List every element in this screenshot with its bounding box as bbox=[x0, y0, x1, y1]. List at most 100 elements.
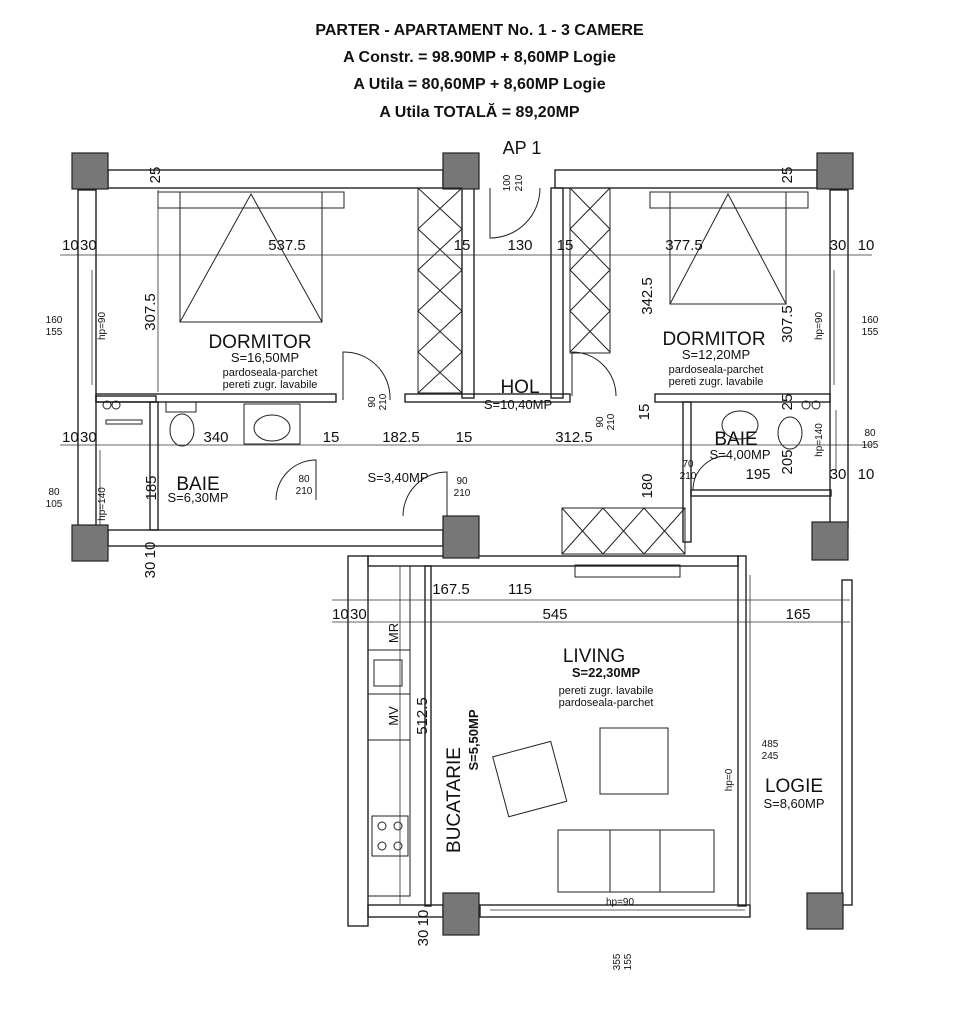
dim-label: 30 bbox=[415, 930, 432, 947]
opening-width: 90 bbox=[456, 476, 468, 487]
baie2-name: BAIE bbox=[714, 429, 757, 450]
dim-label: 30 bbox=[80, 429, 97, 446]
bucatarie-area: S=5,50MP bbox=[466, 709, 481, 770]
opening-height: 210 bbox=[606, 413, 617, 430]
dormitor1-floor: pardoseala-parchet bbox=[223, 367, 318, 379]
opening-width: 160 bbox=[46, 315, 63, 326]
dim-label: 30 bbox=[350, 606, 367, 623]
dim-label: 15 bbox=[557, 237, 574, 254]
dim-label: 165 bbox=[785, 606, 810, 623]
dim-label: 545 bbox=[542, 606, 567, 623]
sill-height: hp=90 bbox=[814, 312, 825, 341]
opening-width: 100 bbox=[502, 174, 513, 191]
dormitor2-floor: pardoseala-parchet bbox=[669, 364, 764, 376]
opening-width: 160 bbox=[862, 315, 879, 326]
dim-label: 10 bbox=[142, 542, 159, 559]
dim-label: 15 bbox=[323, 429, 340, 446]
dim-label: 130 bbox=[507, 237, 532, 254]
opening-width: 70 bbox=[682, 459, 694, 470]
opening-height: 210 bbox=[514, 174, 525, 191]
bathroom-fixtures bbox=[102, 400, 821, 450]
kitchen-mv-label: MV bbox=[386, 706, 401, 726]
living-furniture bbox=[492, 564, 715, 893]
opening-width: 90 bbox=[595, 416, 606, 428]
hol-area: S=10,40MP bbox=[484, 397, 552, 412]
dim-label: 195 bbox=[745, 466, 770, 483]
kitchen-mr-label: MR bbox=[386, 623, 401, 643]
opening-width: 485 bbox=[762, 739, 779, 750]
sill-height: hp=140 bbox=[814, 423, 825, 457]
dim-label: 10 bbox=[415, 910, 432, 927]
dormitor1-walls: pereti zugr. lavabile bbox=[223, 379, 318, 391]
opening-height: 210 bbox=[454, 488, 471, 499]
window-lines bbox=[91, 270, 837, 911]
kitchen-counter bbox=[367, 565, 411, 897]
sill-height: hp=0 bbox=[724, 768, 735, 791]
dim-label: 10 bbox=[858, 466, 875, 483]
dim-label: 537.5 bbox=[268, 237, 306, 254]
wardrobes bbox=[417, 187, 686, 555]
total-usable-area: A Utila TOTALĂ = 89,20MP bbox=[379, 104, 580, 121]
logie-name: LOGIE bbox=[765, 776, 823, 797]
opening-height: 210 bbox=[680, 471, 697, 482]
dim-label: 10 bbox=[62, 237, 79, 254]
dim-label: 180 bbox=[639, 473, 656, 498]
dim-label: 25 bbox=[779, 167, 796, 184]
opening-width: 80 bbox=[298, 474, 310, 485]
dim-label: 25 bbox=[779, 394, 796, 411]
opening-width: 80 bbox=[864, 428, 876, 439]
opening-height: 155 bbox=[46, 327, 63, 338]
sill-height: hp=90 bbox=[97, 312, 108, 341]
opening-height: 210 bbox=[296, 486, 313, 497]
dim-label: 185 bbox=[143, 475, 160, 500]
dim-label: 342.5 bbox=[639, 277, 656, 315]
dimension-row-middle: 10 30 340 15 182.5 15 312.5 195 30 10 bbox=[62, 429, 874, 483]
dim-label: 30 bbox=[80, 237, 97, 254]
dim-label: 377.5 bbox=[665, 237, 703, 254]
living-floor: pardoseala-parchet bbox=[559, 697, 654, 709]
usable-area: A Utila = 80,60MP + 8,60MP Logie bbox=[353, 76, 606, 93]
baie1-area: S=6,30MP bbox=[167, 490, 228, 505]
opening-height: 105 bbox=[862, 440, 879, 451]
dim-label: 182.5 bbox=[382, 429, 420, 446]
dormitor2-area: S=12,20MP bbox=[682, 347, 750, 362]
sill-height: hp=90 bbox=[606, 897, 635, 908]
beds bbox=[157, 191, 809, 323]
opening-sizes: 100 210 90 210 90 210 80 210 90 210 70 2… bbox=[46, 174, 879, 970]
baie2-area: S=4,00MP bbox=[709, 447, 770, 462]
dim-label: 10 bbox=[62, 429, 79, 446]
doors bbox=[275, 187, 728, 517]
logie-area: S=8,60MP bbox=[763, 796, 824, 811]
dormitor1-name: DORMITOR bbox=[208, 332, 311, 353]
hol-small-area: S=3,40MP bbox=[367, 470, 428, 485]
dim-label: 10 bbox=[332, 606, 349, 623]
dim-label: 340 bbox=[203, 429, 228, 446]
bucatarie-name: BUCATARIE bbox=[444, 747, 465, 853]
opening-height: 155 bbox=[623, 953, 634, 970]
dim-label: 25 bbox=[147, 167, 164, 184]
apartment-label: AP 1 bbox=[503, 138, 542, 158]
baie1-name: BAIE bbox=[176, 474, 219, 495]
hol-name: HOL bbox=[500, 377, 539, 398]
dormitor2-walls: pereti zugr. lavabile bbox=[669, 376, 764, 388]
living-walls: pereti zugr. lavabile bbox=[559, 685, 654, 697]
opening-height: 105 bbox=[46, 499, 63, 510]
dim-label: 30 bbox=[830, 466, 847, 483]
dim-label: 15 bbox=[454, 237, 471, 254]
dim-label: 307.5 bbox=[142, 293, 159, 331]
opening-height: 210 bbox=[378, 393, 389, 410]
dim-label: 307.5 bbox=[779, 305, 796, 343]
dim-label: 30 bbox=[830, 237, 847, 254]
dim-label: 10 bbox=[858, 237, 875, 254]
dim-label: 167.5 bbox=[432, 581, 470, 598]
living-name: LIVING bbox=[563, 646, 625, 667]
dim-label: 312.5 bbox=[555, 429, 593, 446]
opening-width: 355 bbox=[612, 953, 623, 970]
dim-label: 15 bbox=[636, 404, 653, 421]
living-area: S=22,30MP bbox=[572, 665, 641, 680]
dim-label: 512.5 bbox=[414, 697, 431, 735]
dim-label: 15 bbox=[456, 429, 473, 446]
dim-label: 115 bbox=[508, 581, 532, 598]
dimension-lines bbox=[60, 190, 872, 905]
